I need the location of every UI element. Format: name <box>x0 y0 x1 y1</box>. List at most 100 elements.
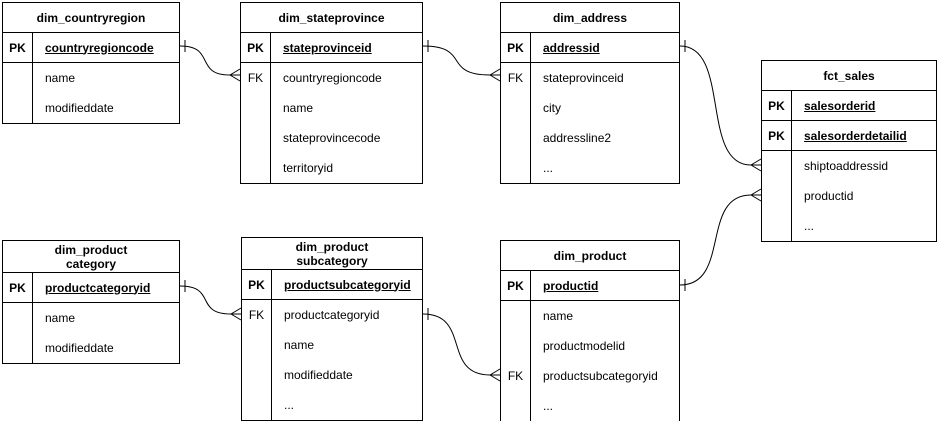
table-title-dim_address[interactable]: dim_address <box>501 3 679 33</box>
field-row-fct_sales[interactable]: productid <box>762 181 936 211</box>
field-name: name <box>45 311 76 325</box>
pk-gutter-label: PK <box>501 33 531 62</box>
connector-line <box>422 45 491 76</box>
field-row-dim_product_subcategory[interactable]: name <box>242 330 422 360</box>
field-name: productcategoryid <box>284 308 380 322</box>
table-title-dim_product_category[interactable]: dim_product category <box>3 241 179 273</box>
table-title-dim_product_subcategory[interactable]: dim_product subcategory <box>242 238 422 270</box>
field-row-dim_address[interactable]: ... <box>501 153 679 183</box>
field-name: productsubcategoryid <box>284 277 411 292</box>
key-field-row-dim_address[interactable]: PK addressid <box>501 33 679 63</box>
fk-gutter-label: FK <box>241 63 271 93</box>
field-name: countryregioncode <box>283 71 382 85</box>
field-name: name <box>543 309 574 323</box>
field-row-dim_product_category[interactable]: name <box>3 303 179 333</box>
field-name: ... <box>543 161 554 175</box>
empty-gutter-cell <box>242 390 272 420</box>
field-row-dim_product_category[interactable]: modifieddate <box>3 333 179 363</box>
field-name: shiptoaddressid <box>804 159 889 173</box>
crows-foot-many-icon <box>489 68 501 82</box>
key-field-row-dim_product[interactable]: PK productid <box>501 271 679 301</box>
connector-line <box>679 45 752 166</box>
table-title-fct_sales[interactable]: fct_sales <box>762 61 936 91</box>
connector-dim_stateprovince-to-dim_address[interactable] <box>422 40 501 82</box>
field-name: productsubcategoryid <box>543 369 658 383</box>
field-row-dim_stateprovince[interactable]: territoryid <box>241 153 422 183</box>
connector-dim_product_category-to-dim_product_subcategory[interactable] <box>179 280 242 321</box>
field-name: territoryid <box>283 161 334 175</box>
field-name: addressline2 <box>543 131 612 145</box>
field-row-dim_stateprovince[interactable]: FK countryregioncode <box>241 63 422 93</box>
key-field-row-dim_product_category[interactable]: PK productcategoryid <box>3 273 179 303</box>
field-name: productid <box>543 278 599 293</box>
field-row-dim_countryregion[interactable]: modifieddate <box>3 93 179 123</box>
field-name: modifieddate <box>284 368 353 382</box>
field-row-dim_address[interactable]: city <box>501 93 679 123</box>
connector-dim_product-to-fct_sales[interactable] <box>679 188 762 291</box>
field-row-dim_address[interactable]: FK stateprovinceid <box>501 63 679 93</box>
field-row-dim_product_subcategory[interactable]: ... <box>242 390 422 420</box>
fk-gutter-label: FK <box>501 63 531 93</box>
empty-gutter-cell <box>501 391 531 421</box>
empty-gutter-cell <box>762 151 792 181</box>
field-name: productcategoryid <box>45 280 151 295</box>
field-row-dim_product_subcategory[interactable]: modifieddate <box>242 360 422 390</box>
pk-gutter-label: PK <box>242 270 272 299</box>
empty-gutter-cell <box>241 153 271 183</box>
pk-gutter-label: PK <box>762 121 792 150</box>
empty-gutter-cell <box>762 181 792 211</box>
field-row-dim_product[interactable]: name <box>501 301 679 331</box>
field-row-dim_stateprovince[interactable]: stateprovincecode <box>241 123 422 153</box>
field-name: ... <box>543 399 554 413</box>
empty-gutter-cell <box>3 93 33 123</box>
field-name: name <box>284 338 315 352</box>
connector-dim_product_subcategory-to-dim_product[interactable] <box>422 308 501 382</box>
field-name: stateprovincecode <box>283 131 381 145</box>
pk-gutter-label: PK <box>501 271 531 300</box>
pk-gutter-label: PK <box>241 33 271 62</box>
crows-foot-many-icon <box>750 158 762 172</box>
empty-gutter-cell <box>241 123 271 153</box>
connector-line <box>422 313 491 376</box>
connector-dim_address-to-fct_sales[interactable] <box>679 40 762 172</box>
field-row-dim_countryregion[interactable]: name <box>3 63 179 93</box>
key-field-row-dim_product_subcategory[interactable]: PK productsubcategoryid <box>242 270 422 300</box>
empty-gutter-cell <box>3 333 33 363</box>
table-title-dim_countryregion[interactable]: dim_countryregion <box>3 3 179 33</box>
empty-gutter-cell <box>242 330 272 360</box>
field-row-dim_product[interactable]: productmodelid <box>501 331 679 361</box>
field-name: ... <box>284 398 295 412</box>
table-title-dim_product[interactable]: dim_product <box>501 241 679 271</box>
field-name: productid <box>804 189 854 203</box>
field-name: stateprovinceid <box>543 71 624 85</box>
field-row-dim_product[interactable]: ... <box>501 391 679 421</box>
fk-gutter-label: FK <box>242 300 272 330</box>
table-title-dim_stateprovince[interactable]: dim_stateprovince <box>241 3 422 33</box>
field-row-dim_address[interactable]: addressline2 <box>501 123 679 153</box>
field-name: modifieddate <box>45 101 114 115</box>
empty-gutter-cell <box>501 301 531 331</box>
field-name: ... <box>804 219 815 233</box>
field-name: addressid <box>543 40 600 55</box>
connector-dim_countryregion-to-dim_stateprovince[interactable] <box>179 40 241 82</box>
pk-gutter-label: PK <box>3 273 33 302</box>
field-row-dim_product_subcategory[interactable]: FK productcategoryid <box>242 300 422 330</box>
field-row-dim_stateprovince[interactable]: name <box>241 93 422 123</box>
crows-foot-many-icon <box>489 368 501 382</box>
field-row-fct_sales[interactable]: ... <box>762 211 936 241</box>
empty-gutter-cell <box>501 153 531 183</box>
field-row-fct_sales[interactable]: shiptoaddressid <box>762 151 936 181</box>
